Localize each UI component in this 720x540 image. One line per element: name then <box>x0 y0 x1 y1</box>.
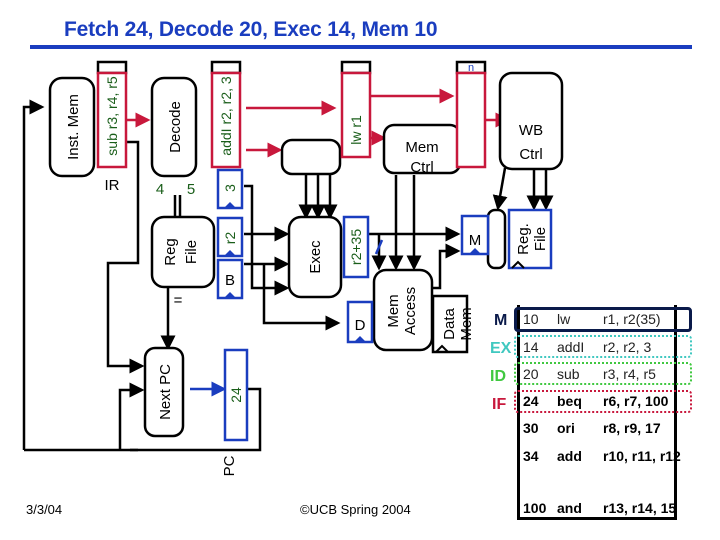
footer-date: 3/3/04 <box>26 502 63 517</box>
wb-reg-file-label-2: File <box>532 227 549 251</box>
exec-block <box>287 215 343 299</box>
instr-op: ori <box>557 420 575 436</box>
mem-wb-top-label: n <box>468 62 474 74</box>
alu-out-value: r2+35 <box>348 229 364 265</box>
rs-label: 4 <box>156 181 164 198</box>
m-register <box>460 214 490 256</box>
alu-out-register <box>342 215 370 279</box>
pc-label: PC <box>221 455 238 476</box>
b-label: B <box>225 272 235 289</box>
ir-register <box>96 71 128 169</box>
id-ex-cap <box>210 60 242 75</box>
wb-ctrl-block <box>498 71 564 171</box>
instr-addr: 100 <box>523 500 547 516</box>
mem-ctrl-label-2: Ctrl <box>410 159 433 176</box>
black-wires <box>22 99 554 452</box>
wb-mux-block <box>486 208 507 270</box>
reg-file-label-1: Reg <box>162 238 179 266</box>
instr-args: r2, r2, 3 <box>603 339 652 355</box>
wb-ctrl-label-1: WB <box>519 122 543 139</box>
stage-label-m: M <box>494 312 508 329</box>
instr-op: beq <box>557 393 582 409</box>
ir-label: IR <box>105 177 120 194</box>
alu-tap-mark <box>374 239 384 255</box>
instr-addr: 10 <box>523 311 539 327</box>
exec-label: Exec <box>307 240 324 274</box>
wb-reg-file-label-1: Reg. <box>515 223 532 255</box>
stage-highlight-ex <box>514 335 692 358</box>
stage-highlight-id <box>514 362 692 385</box>
instr-op: addI <box>557 339 585 355</box>
stage-label-if: IF <box>492 396 507 413</box>
red-wires <box>126 88 511 158</box>
d-label: D <box>355 317 366 334</box>
wb-ctrl-label-2: Ctrl <box>519 146 542 163</box>
ex-mem-cap <box>340 60 372 75</box>
pc-value: 24 <box>228 387 244 403</box>
instr-addr: 14 <box>523 339 539 355</box>
instr-op: add <box>557 448 582 464</box>
stage-label-ex: EX <box>490 340 512 357</box>
instr-op: and <box>557 500 582 516</box>
rt-label: 5 <box>187 181 195 198</box>
instr-args: r10, r11, r12 <box>603 448 681 464</box>
slide-title: Fetch 24, Decode 20, Exec 14, Mem 10 <box>64 18 438 41</box>
data-mem-clock-caret <box>435 344 449 353</box>
next-pc-label: Next PC <box>157 364 174 420</box>
inst-mem-label: Inst. Mem <box>65 94 82 160</box>
footer-copyright: ©UCB Spring 2004 <box>300 502 411 517</box>
mem-access-label-2: Access <box>402 287 419 335</box>
instr-args: r1, r2(35) <box>603 311 661 327</box>
wb-reg-file-block <box>507 208 553 270</box>
instr-args: r13, r14, 15 <box>603 500 677 516</box>
stage-highlight-m <box>514 307 692 332</box>
id-ex-value: addI r2, r2, 3 <box>218 76 234 156</box>
mem-ctrl-label-1: Mem <box>405 139 438 156</box>
instr-args: r3, r4, r5 <box>603 366 656 382</box>
instr-addr: 34 <box>523 448 539 464</box>
ir-value: sub r3, r4, r5 <box>104 76 120 156</box>
reg-file-block <box>150 215 216 289</box>
decode-block <box>150 76 198 178</box>
stage-highlight-if <box>514 390 692 413</box>
wb-reg-clock-caret <box>511 260 525 269</box>
ir-cap <box>96 60 128 75</box>
functional-blocks <box>48 71 564 438</box>
exec-control-block <box>280 138 342 176</box>
ex-mem-register <box>340 71 372 159</box>
reg-file-label-2: File <box>183 240 200 264</box>
imm-value: 3 <box>222 184 238 192</box>
pc-register <box>223 348 249 442</box>
instr-addr: 24 <box>523 393 539 409</box>
equal-label: = <box>174 292 183 309</box>
data-mem-block <box>431 294 469 354</box>
instr-args: r6, r7, 100 <box>603 393 669 409</box>
a-value: r2 <box>222 232 238 245</box>
instr-op: lw <box>557 311 571 327</box>
clock-carets <box>224 202 481 342</box>
title-underline <box>30 45 692 49</box>
instr-addr: 20 <box>523 366 539 382</box>
id-ex-register <box>210 71 242 169</box>
data-mem-label-1: Data <box>441 308 458 340</box>
data-mem-label-2: Mem <box>458 307 475 340</box>
instr-args: r8, r9, 17 <box>603 420 661 436</box>
mem-wb-register <box>455 71 487 169</box>
inst-mem-block <box>48 76 96 178</box>
m-label: M <box>469 232 482 249</box>
instr-op: sub <box>557 366 580 382</box>
mem-access-label-1: Mem <box>385 294 402 327</box>
ex-mem-value: lw r1 <box>348 115 364 145</box>
next-pc-block <box>143 346 185 438</box>
decode-label: Decode <box>167 101 184 153</box>
imm-register <box>216 168 244 210</box>
instr-addr: 30 <box>523 420 539 436</box>
stage-label-id: ID <box>490 368 506 385</box>
